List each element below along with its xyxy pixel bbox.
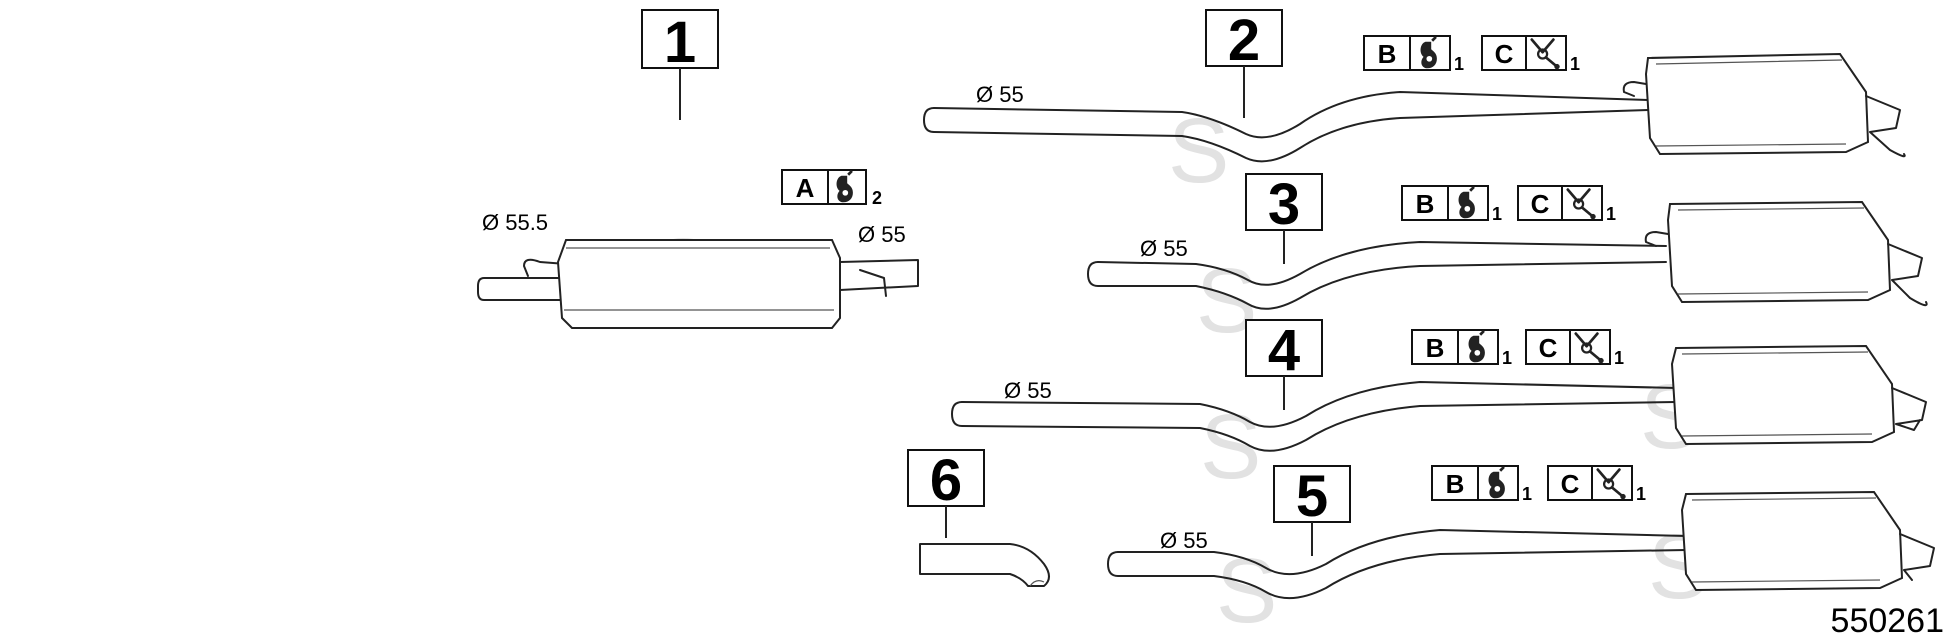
- kit-box: [1525, 329, 1571, 365]
- kit-qty: 1: [1606, 204, 1616, 224]
- kit-b: B 1: [1401, 185, 1502, 224]
- kit-qty: 1: [1454, 54, 1464, 74]
- diameter-label: Ø 55: [1140, 236, 1188, 261]
- diameter-label: Ø 55: [1004, 378, 1052, 403]
- pipe: [961, 381, 1677, 428]
- tailpipe: [1887, 243, 1928, 307]
- diameter-label: Ø 55: [976, 82, 1024, 107]
- kit-letter: A: [796, 173, 815, 203]
- part-number-box: [907, 449, 985, 507]
- watermark: S: [1168, 100, 1229, 202]
- pipe: [477, 277, 567, 301]
- diameter-label: Ø 55: [1160, 528, 1208, 553]
- pipe: [933, 91, 1649, 139]
- kit-letter: B: [1446, 469, 1465, 499]
- part-number-box: [1273, 465, 1351, 523]
- kit-letter: B: [1378, 39, 1397, 69]
- part-number-box: [1205, 9, 1283, 67]
- pipe: [1097, 241, 1667, 286]
- diameter-label: Ø 55.5: [482, 210, 548, 235]
- kit-letter: C: [1561, 469, 1580, 499]
- pipe: [1117, 529, 1687, 576]
- muffler: [1666, 200, 1892, 304]
- muffler-seam: [564, 247, 834, 311]
- kit-box: [1401, 185, 1449, 221]
- muffler: [556, 239, 841, 329]
- part-number: 2: [1228, 8, 1260, 73]
- part-4: 4 Ø 55 B 1 C 1: [951, 318, 1927, 452]
- kit-letter: C: [1531, 189, 1550, 219]
- kit-c: C 1: [1525, 329, 1624, 368]
- part-number: 5: [1296, 464, 1328, 529]
- kit-qty: 1: [1636, 484, 1646, 504]
- kit-letter: C: [1495, 39, 1514, 69]
- kit-c: C 1: [1547, 465, 1646, 504]
- muffler: [1680, 490, 1904, 592]
- kit-letter: B: [1416, 189, 1435, 219]
- part-number-box: [641, 9, 719, 69]
- part-5: 5 Ø 55 B 1 C 1: [1107, 464, 1935, 600]
- diameter-label: Ø 55: [858, 222, 906, 247]
- pipe: [839, 259, 919, 291]
- part-2: 2 Ø 55 B 1 C 1: [923, 8, 1906, 163]
- kit-box: [1517, 185, 1563, 221]
- part-number: 4: [1268, 318, 1300, 383]
- part-number: 3: [1268, 172, 1300, 237]
- kit-box: [781, 169, 829, 205]
- kit-b: B 1: [1431, 465, 1532, 504]
- kit-box: [1363, 35, 1411, 71]
- part-number-box: [1245, 173, 1323, 231]
- muffler: [1670, 344, 1896, 446]
- watermark: S: [1216, 540, 1277, 642]
- kit-c: C 1: [1481, 35, 1580, 74]
- part-number: 6: [930, 448, 962, 513]
- kit-qty: 1: [1522, 484, 1532, 504]
- kit-b: B 1: [1411, 329, 1512, 368]
- tailpipe: [1891, 387, 1927, 431]
- pipe: [1107, 549, 1687, 600]
- muffler-seam: [1681, 351, 1873, 437]
- hanger-hook: [859, 269, 887, 297]
- muffler-seam: [1691, 497, 1881, 583]
- tailpipe-edge: [1029, 580, 1045, 587]
- kit-qty: 2: [872, 188, 882, 208]
- kit-box: [1547, 465, 1593, 501]
- kit-qty: 1: [1502, 348, 1512, 368]
- muffler-seam: [1677, 207, 1869, 295]
- part-6: 6: [907, 448, 1050, 587]
- muffler-seam: [1655, 59, 1847, 147]
- kit-letter: B: [1426, 333, 1445, 363]
- kit-box: [1431, 465, 1479, 501]
- tailpipe: [1899, 533, 1935, 581]
- tailpipe: [1865, 95, 1906, 158]
- kit-b: B 1: [1363, 35, 1464, 74]
- kit-qty: 1: [1570, 54, 1580, 74]
- pipe: [951, 401, 1677, 452]
- kit-box: [1411, 329, 1459, 365]
- hanger-hook: [1622, 81, 1647, 97]
- pipe: [1087, 261, 1667, 310]
- kit-qty: 1: [1614, 348, 1624, 368]
- muffler: [1644, 52, 1870, 156]
- part-number-box: [1245, 319, 1323, 377]
- part-1: 1 Ø 55.5 Ø 55 A 2: [477, 9, 919, 329]
- hanger-hook: [523, 258, 567, 277]
- kit-qty: 1: [1492, 204, 1502, 224]
- part-3: 3 Ø 55 B 1 C 1: [1087, 172, 1928, 310]
- part-number: 1: [664, 10, 696, 75]
- tailpipe: [919, 543, 1050, 587]
- kit-letter: C: [1539, 333, 1558, 363]
- diagram-id: 550261: [1831, 602, 1944, 640]
- kit-a: A 2: [781, 169, 882, 208]
- pipe: [923, 107, 1649, 163]
- kit-c: C 1: [1517, 185, 1616, 224]
- hanger-hook: [1644, 231, 1669, 247]
